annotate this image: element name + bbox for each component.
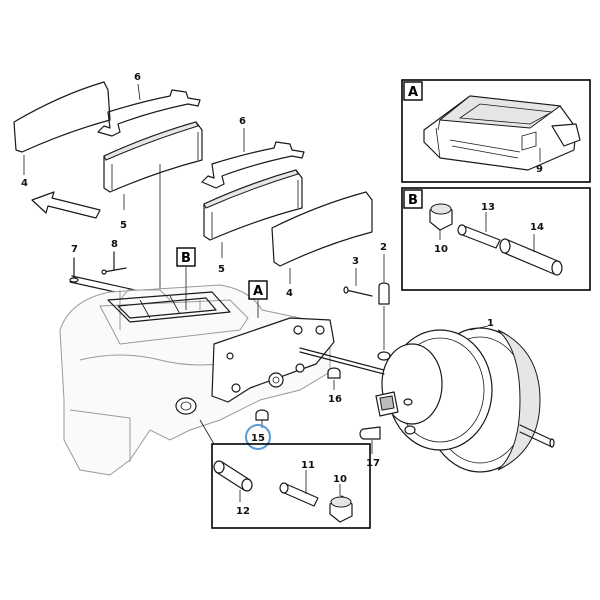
bolt-3[interactable] bbox=[343, 268, 373, 297]
label-10-inset: 10 bbox=[434, 244, 448, 255]
label-4-right: 4 bbox=[286, 288, 293, 299]
inset-a-label: A bbox=[408, 85, 418, 100]
callout-a[interactable]: A bbox=[248, 280, 268, 318]
label-2: 2 bbox=[380, 242, 387, 253]
callout-b[interactable]: B bbox=[176, 247, 196, 310]
chamber-clamp[interactable] bbox=[375, 351, 416, 435]
inset-b: B bbox=[401, 187, 591, 291]
pad-retaining-spring-left[interactable] bbox=[97, 89, 201, 137]
label-15: 15 bbox=[251, 433, 265, 444]
label-10-lower: 10 bbox=[333, 474, 347, 485]
bushing-12[interactable] bbox=[213, 460, 253, 502]
label-7: 7 bbox=[71, 244, 78, 255]
inset-b-label: B bbox=[408, 193, 418, 208]
cap-10-lower[interactable] bbox=[329, 484, 353, 523]
caliper-housing[interactable] bbox=[59, 284, 331, 476]
cover-9[interactable] bbox=[423, 95, 581, 171]
highlight-circle-15 bbox=[245, 424, 271, 450]
label-12: 12 bbox=[236, 506, 250, 517]
inset-a: A bbox=[401, 79, 591, 183]
label-5-left: 5 bbox=[120, 220, 127, 231]
guide-pin-11[interactable] bbox=[279, 470, 319, 507]
label-6-right: 6 bbox=[239, 116, 246, 127]
mounting-bracket[interactable] bbox=[211, 317, 335, 403]
screw-16[interactable] bbox=[327, 367, 341, 390]
brake-chamber[interactable] bbox=[381, 325, 555, 473]
brake-pad-left[interactable] bbox=[13, 81, 111, 153]
label-11: 11 bbox=[301, 460, 315, 471]
label-3: 3 bbox=[352, 256, 359, 267]
label-8: 8 bbox=[111, 239, 118, 250]
guide-pin-13[interactable] bbox=[457, 212, 501, 249]
callout-a-label: A bbox=[253, 284, 263, 299]
label-13: 13 bbox=[481, 202, 495, 213]
label-5-right: 5 bbox=[218, 264, 225, 275]
direction-arrow-icon bbox=[31, 191, 101, 219]
inset-piston-detail bbox=[211, 443, 371, 529]
fitting-17[interactable] bbox=[359, 426, 381, 454]
cap-10-inset[interactable] bbox=[429, 203, 453, 240]
bolt-7[interactable] bbox=[69, 257, 145, 299]
label-17: 17 bbox=[366, 458, 380, 469]
pin-8[interactable] bbox=[101, 251, 127, 275]
label-14: 14 bbox=[530, 222, 544, 233]
brake-pad-backing-left[interactable] bbox=[103, 121, 203, 193]
bushing-14[interactable] bbox=[499, 234, 563, 276]
label-9: 9 bbox=[536, 164, 543, 175]
push-rod[interactable] bbox=[299, 347, 385, 375]
label-4-left: 4 bbox=[21, 178, 28, 189]
piston-stub[interactable] bbox=[175, 397, 197, 415]
label-16: 16 bbox=[328, 394, 342, 405]
brake-pad-right[interactable] bbox=[271, 191, 373, 267]
label-1: 1 bbox=[487, 318, 494, 329]
pin-2[interactable] bbox=[378, 254, 390, 350]
label-6-left: 6 bbox=[134, 72, 141, 83]
pad-retainer-bar[interactable] bbox=[107, 291, 231, 323]
pad-retaining-spring-right[interactable] bbox=[201, 141, 305, 189]
screw-15[interactable] bbox=[255, 409, 269, 428]
brake-pad-backing-right[interactable] bbox=[203, 169, 303, 241]
callout-b-label: B bbox=[181, 251, 191, 266]
